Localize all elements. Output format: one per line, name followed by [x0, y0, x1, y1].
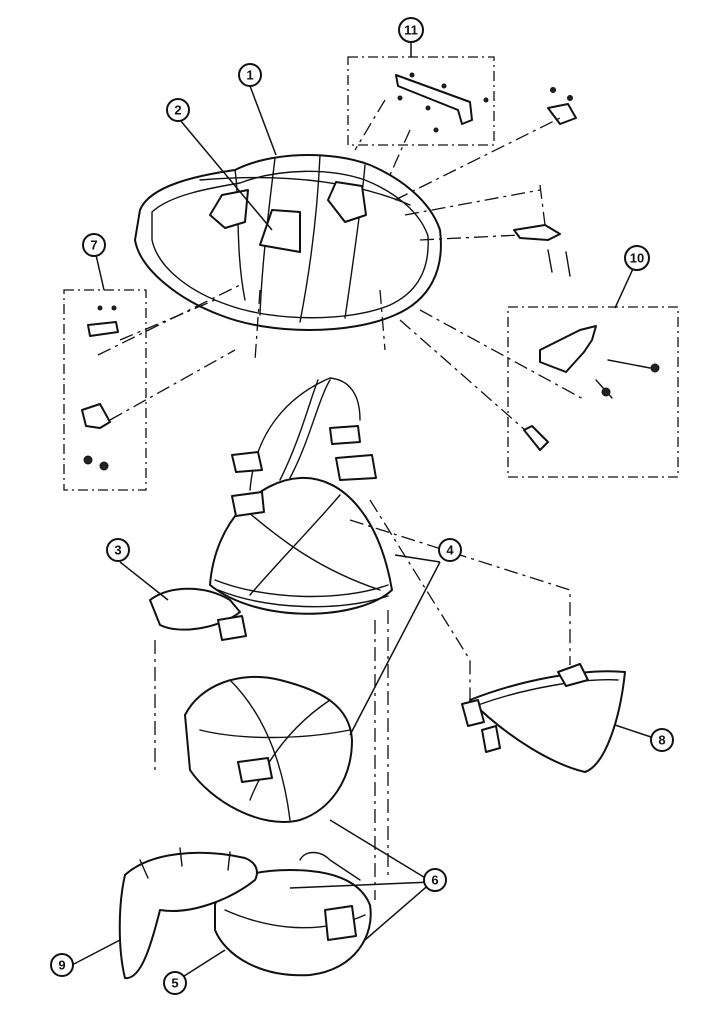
callout-label: 5	[171, 976, 178, 991]
callout-label: 7	[90, 238, 97, 253]
helmet-shell	[134, 154, 442, 331]
visor	[461, 663, 626, 773]
inner-cap	[214, 851, 372, 977]
callout-3: 3	[106, 538, 130, 562]
callout-label: 6	[431, 873, 438, 888]
callout-label: 11	[404, 23, 418, 38]
callout-8: 8	[650, 728, 674, 752]
leader-lines	[71, 31, 661, 986]
side-bracket-assembly	[399, 306, 679, 478]
callout-11: 11	[398, 17, 424, 43]
callout-9: 9	[50, 953, 74, 977]
callout-label: 2	[174, 103, 181, 118]
callout-label: 8	[658, 733, 665, 748]
callout-label: 4	[446, 543, 454, 558]
shell-window-left	[209, 189, 249, 229]
top-bracket-assembly	[347, 56, 495, 176]
callout-label: 9	[58, 958, 65, 973]
callout-2: 2	[166, 98, 190, 122]
neck-curtain	[118, 847, 258, 980]
suspension-harness	[149, 377, 393, 641]
shell-window-center	[259, 209, 301, 253]
callout-1: 1	[238, 63, 262, 87]
callout-4: 4	[438, 538, 462, 562]
callout-10: 10	[624, 245, 650, 271]
callout-label: 1	[246, 68, 253, 83]
callout-7: 7	[82, 233, 106, 257]
callout-label: 3	[114, 543, 121, 558]
shell-window-right	[327, 181, 367, 223]
left-bracket-assembly	[63, 284, 241, 491]
callout-6: 6	[423, 868, 447, 892]
liner-assembly	[184, 675, 353, 823]
callout-5: 5	[163, 971, 187, 995]
side-clip-upper-right	[513, 87, 577, 277]
callout-label: 10	[630, 251, 644, 266]
